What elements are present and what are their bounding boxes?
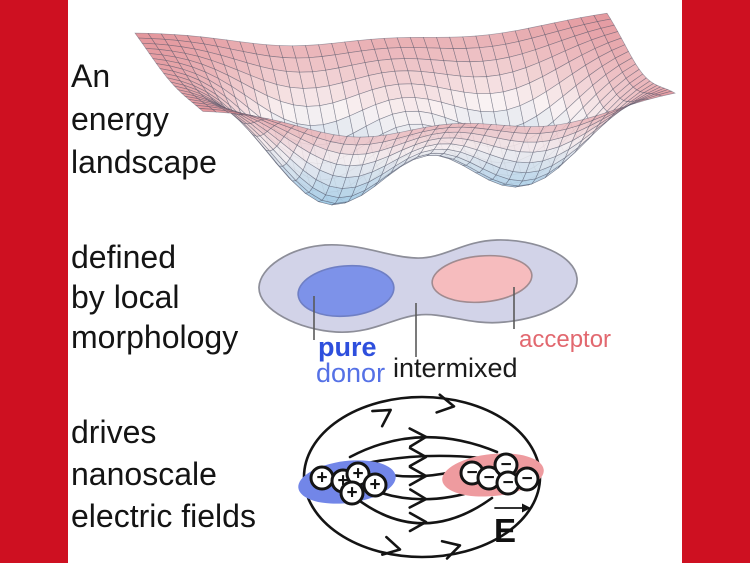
charge-sign: + (352, 464, 363, 485)
charge-sign: − (500, 455, 511, 476)
caption-energy-landscape: An energy landscape (71, 55, 217, 184)
pure-label: pure (318, 332, 377, 362)
field-arrowhead (408, 488, 428, 509)
caption-electric-fields: drives nanoscale electric fields (71, 411, 256, 537)
caption-morphology: defined by local morphology (71, 237, 238, 357)
field-arrowhead (381, 535, 402, 556)
caption-line: landscape (71, 144, 217, 180)
field-arrowhead (371, 408, 392, 428)
charge-sign: − (483, 468, 494, 489)
e-field-label: E (494, 512, 517, 549)
field-arrowhead (408, 446, 428, 468)
e-arrow-head (522, 503, 531, 513)
charge-sign: − (502, 473, 513, 494)
charge-sign: − (521, 469, 532, 490)
energy-surface (134, 12, 676, 206)
field-arrowhead (435, 393, 456, 414)
morphology-diagram (258, 239, 578, 357)
field-diagram: +++++−−−−− (298, 393, 544, 560)
field-arrowhead (408, 511, 428, 533)
caption-line: morphology (71, 319, 239, 355)
charge-circle (362, 472, 388, 498)
field-line (350, 493, 494, 525)
leader-lines (313, 287, 515, 357)
left-red-bar (0, 0, 68, 563)
charge-circle (514, 466, 540, 492)
intermixed-label: intermixed (393, 353, 518, 383)
field-arrowheads (371, 393, 462, 560)
caption-line: drives (71, 414, 157, 450)
donor-label: donor (316, 358, 386, 388)
charges: +++++−−−−− (309, 452, 540, 506)
charge-circle (339, 480, 365, 506)
field-line (348, 435, 499, 459)
caption-line: energy (71, 101, 169, 137)
field-arrowhead (408, 465, 428, 487)
field-arrowhead (408, 427, 428, 448)
charge-sign: + (369, 475, 380, 496)
charge-sign: + (346, 483, 357, 504)
caption-line: electric fields (71, 498, 256, 534)
field-arrowhead (440, 539, 462, 560)
charge-sign: + (316, 468, 327, 489)
acceptor-domain (431, 254, 533, 304)
surface-mesh-cell (657, 90, 676, 97)
caption-line: nanoscale (71, 456, 217, 492)
e-vector-arrow (494, 503, 531, 513)
acceptor-label: acceptor (519, 326, 612, 353)
charge-sign: − (466, 463, 477, 484)
caption-line: by local (71, 279, 180, 315)
right-red-bar (682, 0, 750, 563)
donor-domain (297, 264, 395, 318)
caption-line: An (71, 58, 111, 94)
caption-line: defined (71, 239, 176, 275)
charge-sign: + (337, 471, 348, 492)
